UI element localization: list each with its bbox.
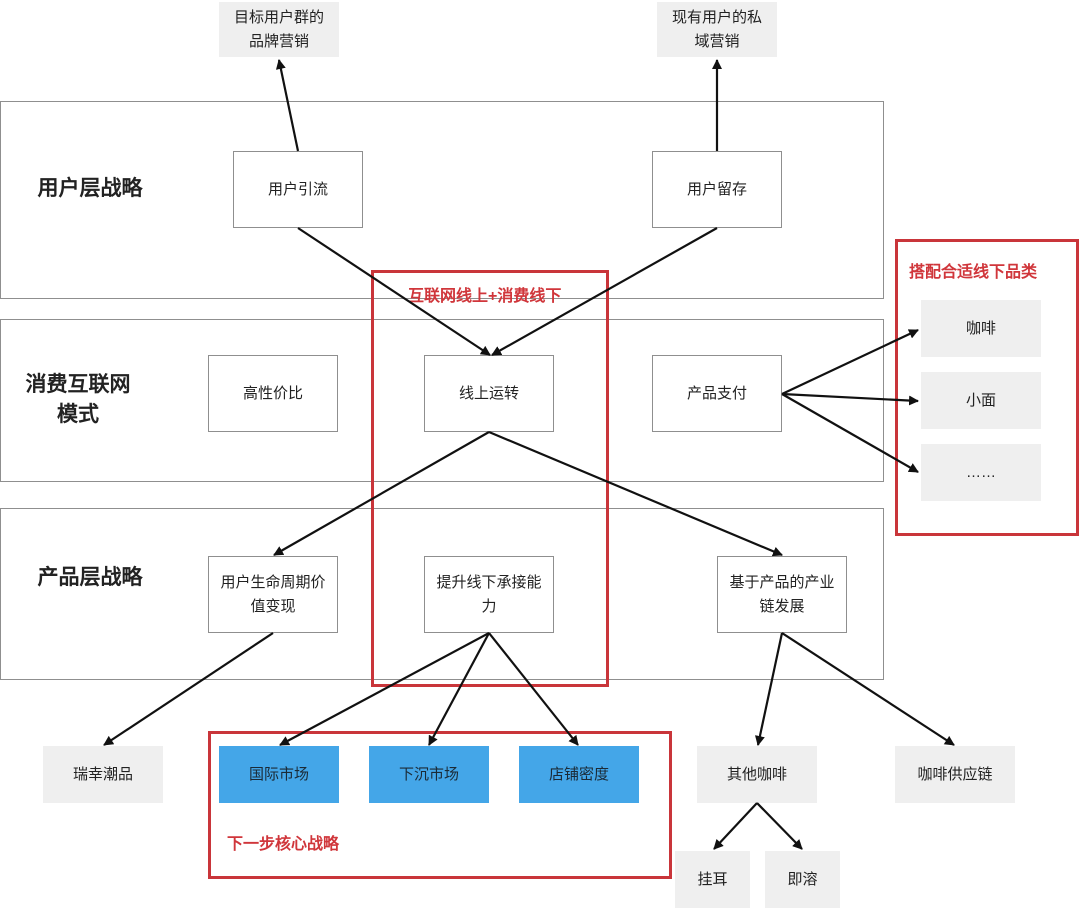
node-industry-chain-line2: 链发展 <box>759 597 805 615</box>
node-drip-bag: 挂耳 <box>675 851 750 908</box>
frame-next-core-strategy <box>208 731 672 879</box>
arrow-capacity-to-sinking <box>428 632 490 746</box>
node-target-brand-line2: 品牌营销 <box>248 32 309 50</box>
arrow-industry-to-other <box>754 632 784 746</box>
arrow-online-to-industry <box>488 430 783 557</box>
arrow-online-to-lifecycle <box>273 431 490 556</box>
label-next-core-strategy: 下一步核心战略 <box>227 836 340 853</box>
arrow-acquisition-to-online <box>297 227 491 356</box>
node-luckin-trend: 瑞幸潮品 <box>43 746 163 803</box>
node-value-for-money: 高性价比 <box>208 355 338 432</box>
arrow-industry-to-supply <box>781 632 955 746</box>
arrow-other-to-drip <box>713 802 758 850</box>
node-private-domain-line1: 现有用户的私 <box>671 8 762 26</box>
node-user-acquisition: 用户引流 <box>233 151 363 228</box>
arrow-capacity-to-intl <box>279 632 490 746</box>
frame-internet-plus-offline <box>371 270 609 687</box>
node-private-domain: 现有用户的私域营销 <box>657 2 777 57</box>
node-industry-chain: 基于产品的产业链发展 <box>717 556 847 633</box>
node-user-retention: 用户留存 <box>652 151 782 228</box>
node-target-brand: 目标用户群的品牌营销 <box>219 2 339 57</box>
product-layer-title: 产品层战略 <box>37 566 143 589</box>
node-instant: 即溶 <box>765 851 840 908</box>
node-ellipsis: …… <box>921 444 1041 501</box>
consumer-layer-title: 消费互联网 模式 <box>8 370 148 430</box>
node-store-density: 店铺密度 <box>519 746 639 803</box>
node-coffee-supply: 咖啡供应链 <box>895 746 1015 803</box>
arrow-payment-to-noodles <box>781 392 919 406</box>
node-private-domain-line2: 域营销 <box>694 32 740 50</box>
node-offline-capacity-line2: 力 <box>481 597 497 615</box>
node-industry-chain-line1: 基于产品的产业 <box>729 573 835 591</box>
node-intl-market: 国际市场 <box>219 746 339 803</box>
node-noodles: 小面 <box>921 372 1041 429</box>
arrow-payment-to-coffee <box>781 329 919 395</box>
frame-offline-categories <box>895 239 1079 536</box>
arrow-acquisition-to-brand <box>275 59 300 152</box>
node-other-coffee: 其他咖啡 <box>697 746 817 803</box>
consumer-layer-title-line2: 模式 <box>57 403 99 426</box>
arrow-retention-to-online <box>491 227 718 356</box>
node-coffee: 咖啡 <box>921 300 1041 357</box>
arrow-payment-to-ellipsis <box>781 393 919 473</box>
arrow-lifecycle-to-luckin <box>103 632 274 746</box>
arrow-capacity-to-density <box>488 632 579 746</box>
consumer-layer-title-line1: 消费互联网 <box>25 373 131 396</box>
node-lifecycle-value-line2: 值变现 <box>250 597 296 615</box>
node-lifecycle-value: 用户生命周期价值变现 <box>208 556 338 633</box>
node-online-ops: 线上运转 <box>424 355 554 432</box>
node-target-brand-line1: 目标用户群的 <box>233 8 324 26</box>
node-offline-capacity: 提升线下承接能力 <box>424 556 554 633</box>
node-offline-capacity-line1: 提升线下承接能 <box>436 573 542 591</box>
node-lifecycle-value-line1: 用户生命周期价 <box>220 573 326 591</box>
user-layer-title: 用户层战略 <box>37 177 143 200</box>
node-sinking-market: 下沉市场 <box>369 746 489 803</box>
arrow-other-to-instant <box>756 802 803 850</box>
label-offline-categories: 搭配合适线下品类 <box>909 264 1038 281</box>
node-product-payment: 产品支付 <box>652 355 782 432</box>
label-internet-plus-offline: 互联网线上+消费线下 <box>408 288 562 305</box>
